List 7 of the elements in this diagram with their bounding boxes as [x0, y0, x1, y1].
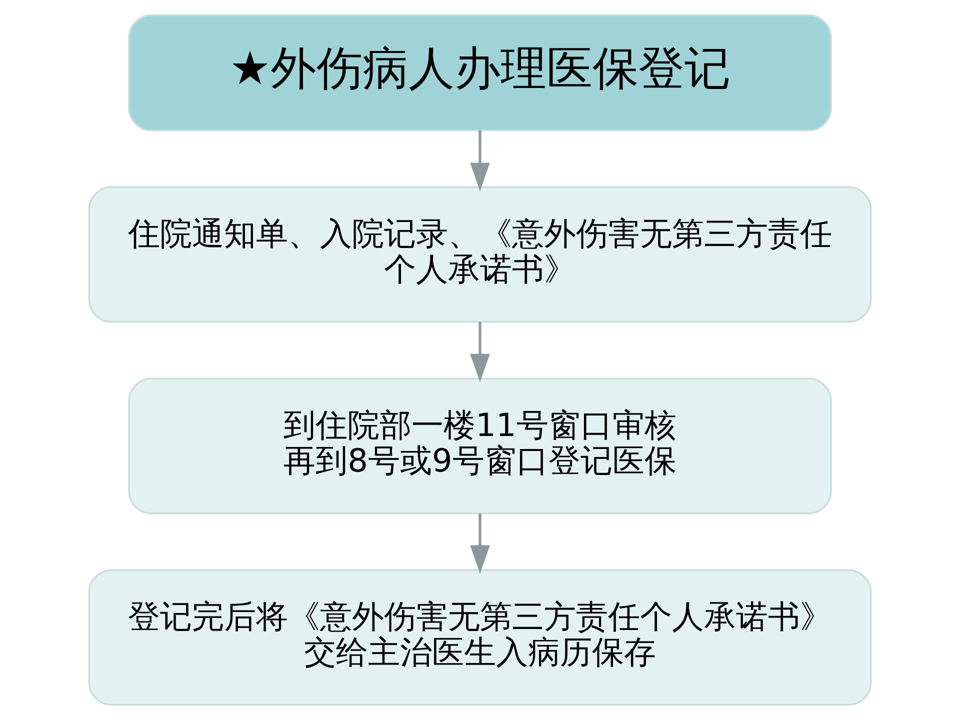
node-box: 住院通知单、入院记录、《意外伤害无第三方责任个人承诺书》 [88, 186, 872, 323]
node-box: ★外伤病人办理医保登记 [128, 14, 832, 132]
arrow [470, 513, 490, 574]
arrow [470, 130, 490, 192]
node-box: 登记完后将《意外伤害无第三方责任个人承诺书》交给主治医生入病历保存 [88, 569, 872, 706]
arrow [470, 322, 490, 382]
node-box: 到住院部一楼11号窗口审核 再到8号或9号窗口登记医保 [128, 378, 832, 514]
